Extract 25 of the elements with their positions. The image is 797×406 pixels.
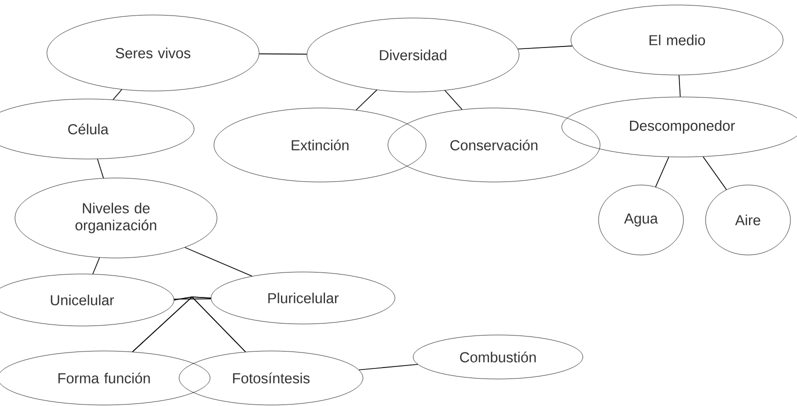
circle-node: Aire: [705, 184, 791, 256]
ellipse-node: Combustión: [412, 334, 584, 380]
ellipse-node: Seres vivos: [46, 14, 260, 92]
connector-line: [655, 156, 670, 188]
connector-line: [97, 158, 104, 178]
connector-line: [112, 89, 122, 100]
ellipse-node: Diversidad: [306, 18, 520, 92]
connector-line: [258, 53, 308, 55]
connector-line: [702, 156, 727, 190]
ellipse-node: El medio: [570, 4, 784, 76]
connector-line: [174, 298, 212, 300]
connector-line: [191, 296, 246, 352]
connector-line: [356, 90, 378, 110]
circle-node: Agua: [598, 184, 684, 256]
ellipse-node: Conservación: [388, 108, 600, 182]
ellipse-node: Extinción: [214, 108, 426, 182]
ellipse-node: Fotosíntesis: [178, 350, 364, 406]
connector-line: [184, 247, 252, 277]
connector-line: [518, 46, 573, 50]
connector-line: [358, 364, 418, 370]
connector-line: [92, 257, 100, 274]
connector-line: [678, 74, 681, 98]
connector-line: [444, 90, 462, 110]
ellipse-node: Niveles de organización: [14, 178, 218, 258]
ellipse-node: Pluricelular: [210, 272, 396, 324]
